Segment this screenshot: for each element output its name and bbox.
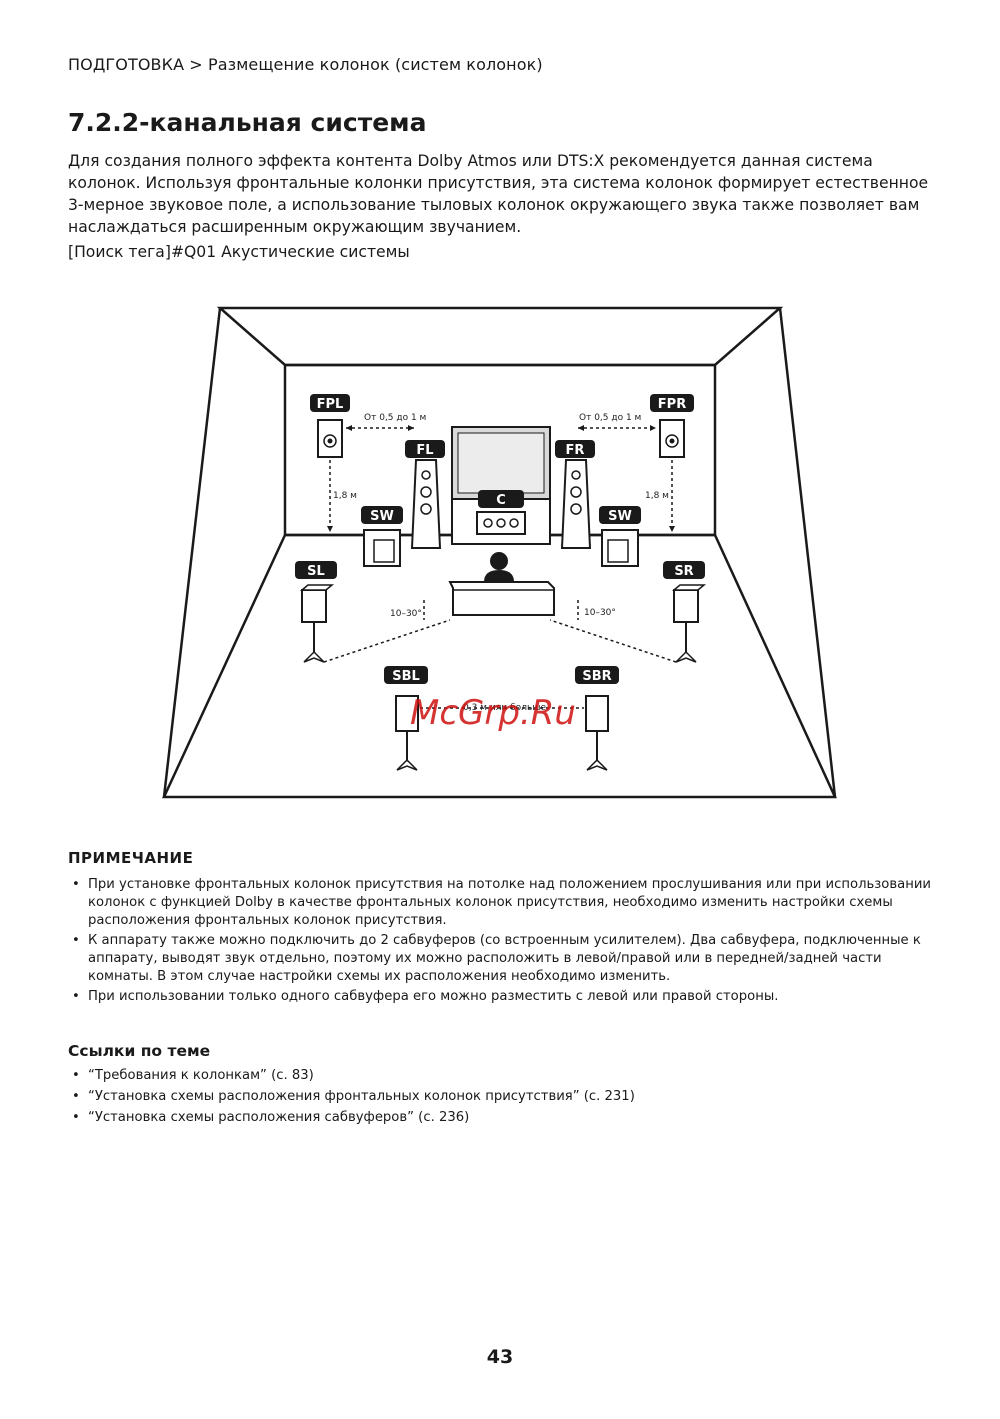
tv-screen <box>451 426 551 545</box>
svg-text:C: C <box>496 493 506 508</box>
label-sw-right: SW <box>599 506 641 524</box>
label-fpr: FPR <box>650 394 694 412</box>
label-c: C <box>478 490 524 508</box>
svg-text:SBL: SBL <box>392 669 420 684</box>
related-links-title: Ссылки по теме <box>68 1042 211 1060</box>
label-fr: FR <box>555 440 595 458</box>
watermark: McGrp.Ru <box>410 693 576 733</box>
speaker-fr <box>560 459 592 549</box>
svg-text:SR: SR <box>674 564 693 579</box>
note-list: При установке фронтальных колонок присут… <box>68 876 948 1008</box>
svg-text:FPR: FPR <box>658 397 686 412</box>
dim-angle-left: 10–30° <box>390 609 422 619</box>
related-links-list: “Требования к колонкам” (с. 83) “Установ… <box>68 1065 635 1128</box>
tag-search: [Поиск тега]#Q01 Акустические системы <box>68 243 410 261</box>
svg-text:SL: SL <box>307 564 325 579</box>
dim-angle-right: 10–30° <box>584 608 616 618</box>
intro-paragraph: Для создания полного эффекта контента Do… <box>68 152 929 236</box>
speaker-sr <box>671 584 707 663</box>
related-link[interactable]: “Требования к колонкам” (с. 83) <box>68 1065 635 1086</box>
speaker-fpr <box>659 419 685 458</box>
note-title: ПРИМЕЧАНИЕ <box>68 849 194 867</box>
label-fl: FL <box>405 440 445 458</box>
speaker-fl <box>410 459 442 549</box>
svg-text:FR: FR <box>566 443 585 458</box>
dim-fpl-distance: От 0,5 до 1 м <box>364 413 426 423</box>
note-item: При использовании только одного сабвуфер… <box>68 988 948 1006</box>
svg-text:SBR: SBR <box>582 669 611 684</box>
svg-text:SW: SW <box>370 509 394 524</box>
svg-text:FL: FL <box>416 443 433 458</box>
label-sbr: SBR <box>575 666 619 684</box>
subwoofer-right <box>601 529 639 567</box>
subwoofer-left <box>363 529 401 567</box>
speaker-sl <box>299 584 335 663</box>
label-sl: SL <box>295 561 337 579</box>
page-title: 7.2.2-канальная система <box>68 108 427 137</box>
related-link[interactable]: “Установка схемы расположения сабвуферов… <box>68 1107 635 1128</box>
svg-text:FPL: FPL <box>317 397 344 412</box>
dim-height-left: 1,8 м <box>333 491 357 501</box>
note-item: К аппарату также можно подключить до 2 с… <box>68 932 948 986</box>
sofa <box>448 581 555 616</box>
dimension-arrows <box>327 425 675 532</box>
note-item: При установке фронтальных колонок присут… <box>68 876 948 930</box>
speaker-sbr <box>585 695 609 771</box>
speaker-layout-diagram: C FPL FPR FL FR <box>162 306 837 799</box>
breadcrumb: ПОДГОТОВКА > Размещение колонок (систем … <box>68 55 543 74</box>
svg-text:SW: SW <box>608 509 632 524</box>
label-sw-left: SW <box>361 506 403 524</box>
related-link[interactable]: “Установка схемы расположения фронтальны… <box>68 1086 635 1107</box>
dim-height-right: 1,8 м <box>645 491 669 501</box>
label-sr: SR <box>663 561 705 579</box>
dim-rear-spacing: 0,3 м или больше <box>463 703 546 713</box>
dim-fpr-distance: От 0,5 до 1 м <box>579 413 641 423</box>
label-fpl: FPL <box>310 394 350 412</box>
page-number: 43 <box>486 1346 514 1368</box>
speaker-sbl <box>395 695 419 771</box>
listener-icon <box>484 552 514 582</box>
speaker-fpl <box>317 419 343 458</box>
center-speaker <box>476 511 526 535</box>
dimension-lines <box>323 427 677 709</box>
label-sbl: SBL <box>384 666 428 684</box>
